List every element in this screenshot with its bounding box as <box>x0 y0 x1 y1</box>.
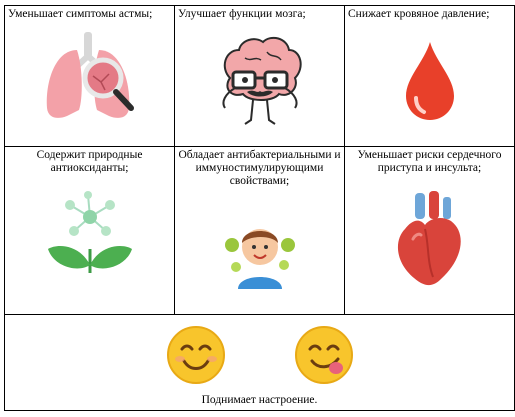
tongue-face-icon <box>294 326 353 384</box>
brain-glasses-icon <box>175 28 344 133</box>
cell-caption: Улучшает функции мозга; <box>178 8 306 20</box>
mood-caption: Поднимает настроение. <box>201 394 318 406</box>
cell-caption: Обладает антибактериальными и иммуностим… <box>178 149 341 187</box>
heart-icon <box>345 189 514 289</box>
cell-caption: Содержит природные антиоксиданты; <box>36 149 143 174</box>
emoji-row <box>5 323 514 387</box>
cell-asthma: Уменьшает симптомы астмы; <box>4 5 175 147</box>
cell-pressure: Снижает кровяное давление; <box>344 5 515 147</box>
cell-caption: Уменьшает симптомы астмы; <box>8 8 153 20</box>
molecule-plant-icon <box>5 187 174 277</box>
cell-caption: Уменьшает риски сердечного приступа и ин… <box>357 149 502 174</box>
cell-antibacterial: Обладает антибактериальными и иммуностим… <box>174 146 345 315</box>
cell-caption: Снижает кровяное давление; <box>348 8 490 20</box>
cell-brain: Улучшает функции мозга; <box>174 5 345 147</box>
smiling-face-icon <box>166 326 225 384</box>
cell-antioxidants: Содержит природные антиоксиданты; <box>4 146 175 315</box>
cell-heart: Уменьшает риски сердечного приступа и ин… <box>344 146 515 315</box>
boy-germs-icon <box>175 217 344 289</box>
blood-drop-icon <box>345 40 514 124</box>
benefits-table: Уменьшает симптомы астмы; Улучшает функц… <box>4 5 515 411</box>
cell-mood: Поднимает настроение. <box>4 314 515 411</box>
lungs-magnifier-icon <box>5 28 174 128</box>
